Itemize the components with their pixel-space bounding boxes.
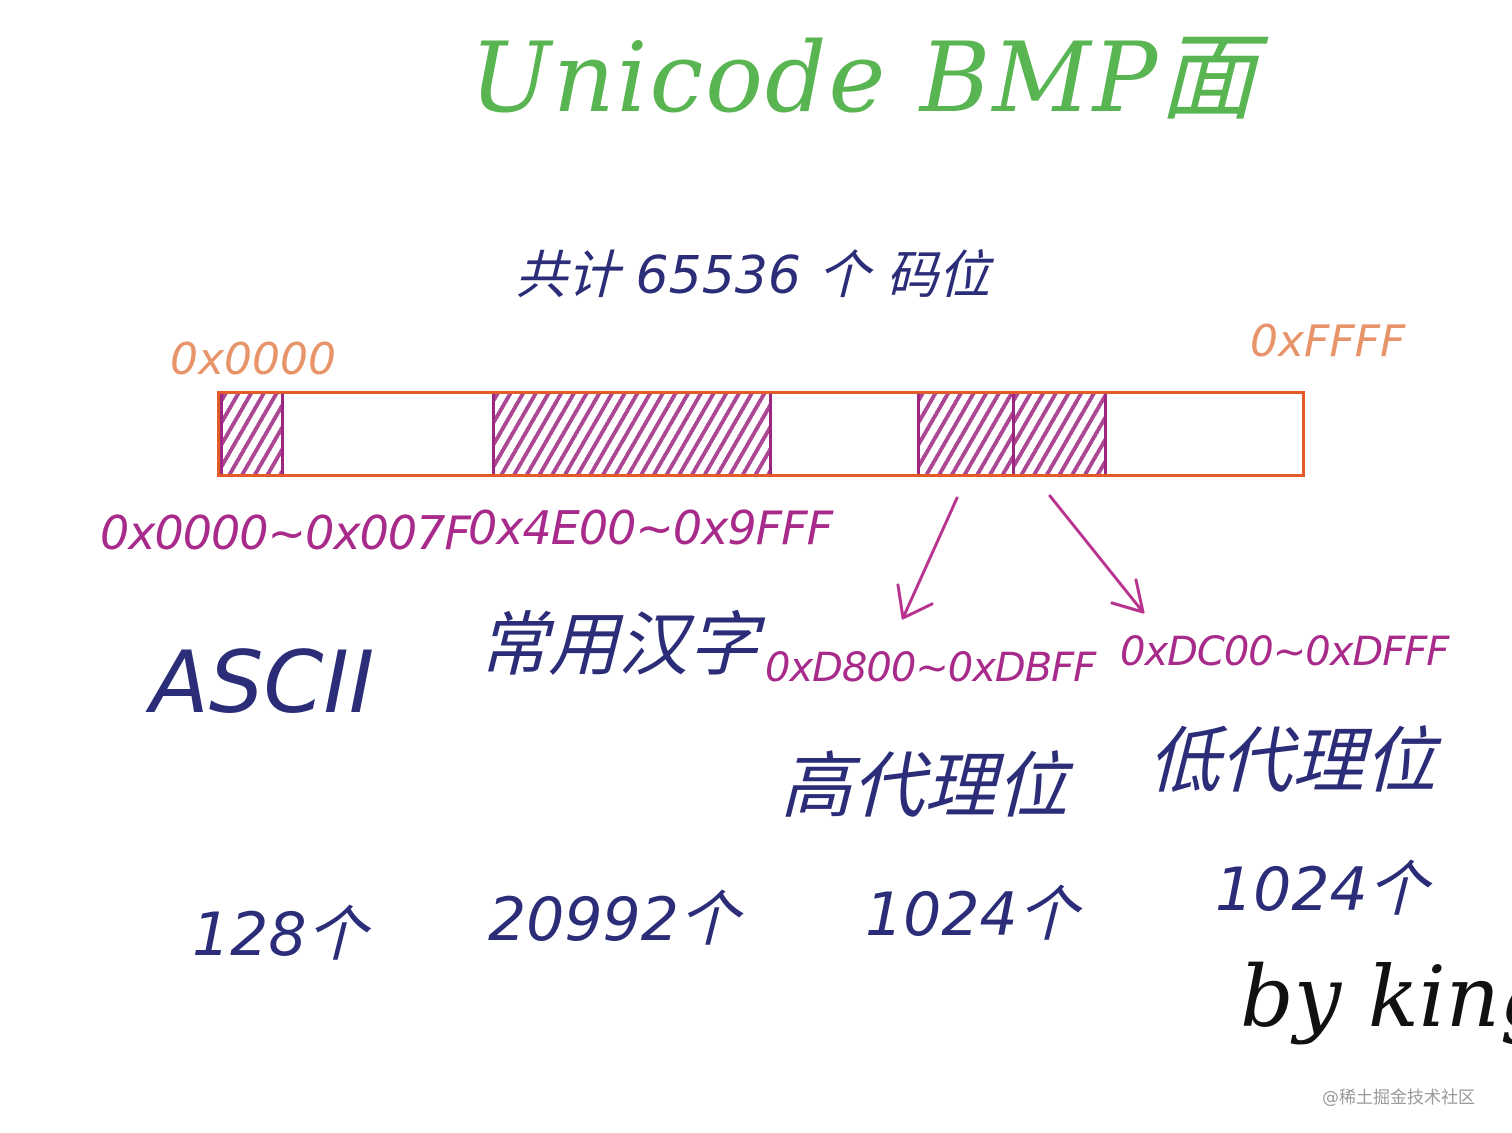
range-cjk: 0x4E00~0x9FFF bbox=[468, 501, 833, 555]
segment-ascii-block bbox=[220, 394, 284, 474]
author-signature: by king bbox=[1240, 948, 1512, 1046]
range-high-surrogate: 0xD800~0xDBFF bbox=[765, 645, 1096, 691]
segment-low-surrogate-block bbox=[1015, 394, 1107, 474]
arrow-high-head bbox=[896, 583, 934, 620]
count-cjk: 20992个 bbox=[488, 885, 739, 955]
total-codepoints-label: 共计 65536 个 码位 bbox=[515, 246, 991, 306]
start-address-label: 0x0000 bbox=[170, 334, 337, 385]
watermark: @稀土掘金技术社区 bbox=[1322, 1088, 1475, 1108]
arrow-low-surrogate bbox=[1048, 494, 1145, 614]
arrow-low-head bbox=[1110, 578, 1145, 614]
diagram-title: Unicode BMP面 bbox=[470, 22, 1258, 134]
arrow-high-surrogate bbox=[901, 496, 959, 620]
name-high-surrogate: 高代理位 bbox=[780, 744, 1069, 828]
range-ascii: 0x0000~0x007F bbox=[100, 506, 471, 560]
segment-high-surrogate-block bbox=[917, 394, 1015, 474]
name-low-surrogate: 低代理位 bbox=[1148, 719, 1437, 803]
segment-cjk-block bbox=[492, 394, 772, 474]
bmp-codepoint-bar bbox=[217, 391, 1305, 477]
count-low-surrogate: 1024个 bbox=[1215, 855, 1428, 925]
count-high-surrogate: 1024个 bbox=[865, 880, 1078, 950]
count-ascii: 128个 bbox=[192, 900, 367, 970]
range-low-surrogate: 0xDC00~0xDFFF bbox=[1120, 629, 1449, 675]
name-cjk: 常用汉字 bbox=[478, 604, 758, 686]
name-ascii: ASCII bbox=[150, 633, 375, 733]
end-address-label: 0xFFFF bbox=[1250, 316, 1406, 367]
